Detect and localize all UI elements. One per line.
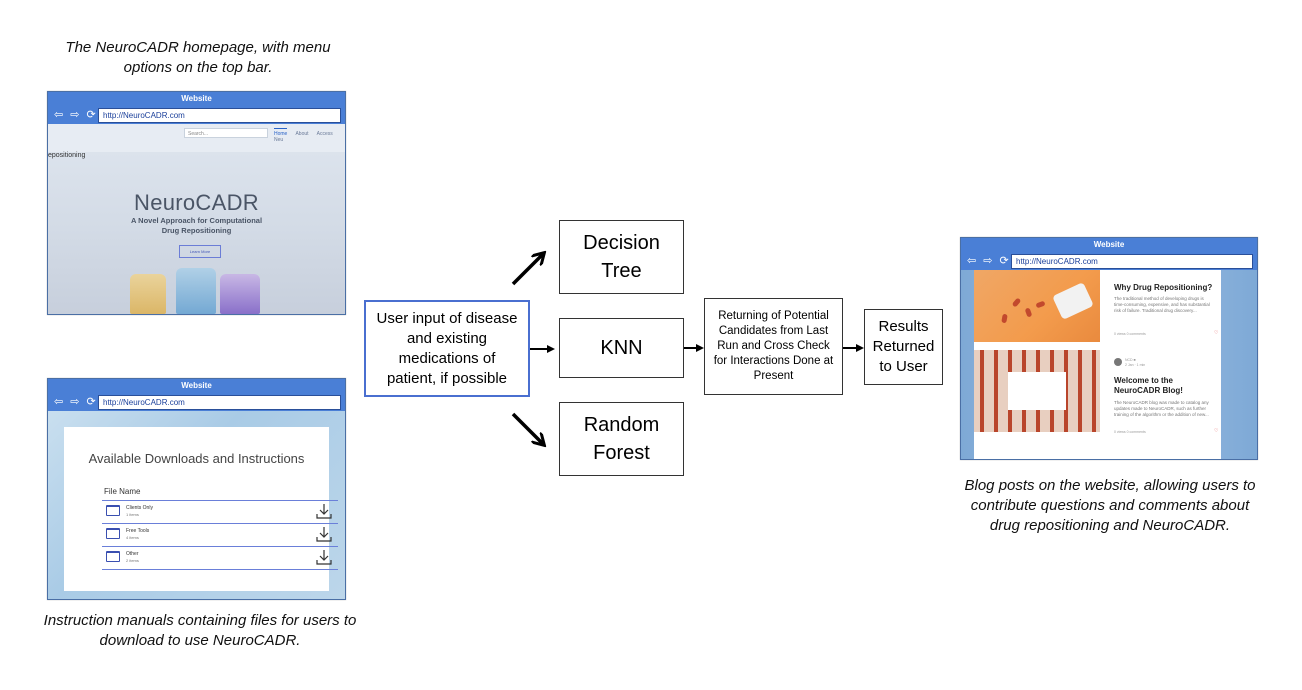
download-count: 1 items	[126, 512, 139, 517]
pill-shape	[1024, 307, 1033, 318]
pill-shape	[1011, 297, 1022, 308]
download-icon[interactable]	[316, 549, 332, 565]
pill-shape	[1001, 313, 1008, 324]
pills-grid-image	[974, 350, 1100, 432]
download-row[interactable]: Free Tools 4 items	[102, 523, 338, 546]
pill-shape	[1035, 300, 1046, 309]
home-side-text: epositioning	[48, 152, 86, 159]
flow-returning-text: Returning of Potential Candidates from L…	[713, 310, 834, 382]
avatar	[1114, 358, 1122, 366]
pill-bottle-image	[220, 274, 260, 314]
post-meta: 0 views 0 comments	[1114, 332, 1146, 336]
home-search-input[interactable]: Search...	[184, 128, 268, 138]
url-input[interactable]: http://NeuroCADR.com	[1011, 254, 1253, 269]
home-subtitle-line-1: A Novel Approach for Computational	[130, 216, 263, 225]
caption-downloads: Instruction manuals containing files for…	[43, 612, 357, 649]
post-author: NCD ■	[1125, 358, 1136, 362]
post-date: 2 Jan · 1 min	[1125, 363, 1146, 367]
download-row[interactable]: Other 2 items	[102, 546, 338, 570]
home-subtitle-line-2: Drug Repositioning	[161, 226, 232, 235]
flow-random-forest-box: Random Forest	[559, 402, 684, 476]
folder-icon	[106, 528, 120, 539]
arrow-to-decision-tree	[511, 254, 543, 286]
tab-access[interactable]: Access Neu	[274, 131, 333, 143]
blog-feed: Why Drug Repositioning? The traditional …	[974, 270, 1221, 459]
download-name: Clients Only	[126, 505, 153, 511]
home-subtitle: A Novel Approach for Computational Drug …	[48, 216, 345, 236]
flow-input-text: User input of disease and existing medic…	[376, 309, 518, 387]
url-input[interactable]: http://NeuroCADR.com	[98, 108, 341, 123]
flow-decision-tree-box: Decision Tree	[559, 220, 684, 294]
flow-results-box: Results Returned to User	[864, 309, 943, 385]
flow-results-text: Results Returned to User	[872, 318, 935, 375]
download-icon[interactable]	[316, 526, 332, 542]
downloads-page: Available Downloads and Instructions Fil…	[48, 411, 345, 599]
heart-icon[interactable]: ♡	[1214, 428, 1219, 434]
flow-knn-box: KNN	[559, 318, 684, 378]
browser-home: Website ⇦ ⇨ ⟳ http://NeuroCADR.com Searc…	[47, 91, 346, 315]
download-count: 2 items	[126, 558, 139, 563]
post-excerpt: The traditional method of developing dru…	[1114, 296, 1210, 313]
downloads-card: Available Downloads and Instructions Fil…	[64, 427, 338, 591]
flow-knn-text: KNN	[600, 337, 643, 359]
image-center-blank	[1008, 372, 1066, 410]
browser-title: Website	[48, 92, 345, 106]
download-icon[interactable]	[316, 503, 332, 519]
home-title: NeuroCADR	[134, 190, 259, 215]
flow-decision-tree-text: Decision Tree	[583, 232, 660, 282]
tab-about[interactable]: About	[295, 131, 309, 137]
browser-blog: Website ⇦ ⇨ ⟳ http://NeuroCADR.com Why D…	[960, 237, 1258, 460]
home-tabs: Home About Access Neu	[274, 128, 345, 143]
browser-downloads: Website ⇦ ⇨ ⟳ http://NeuroCADR.com Avail…	[47, 378, 346, 600]
browser-title: Website	[961, 238, 1257, 252]
url-input[interactable]: http://NeuroCADR.com	[98, 395, 341, 410]
nav-arrows-icon[interactable]: ⇦ ⇨ ⟳	[54, 396, 98, 408]
download-name: Other	[126, 551, 139, 557]
pill-bottle-image	[176, 268, 216, 314]
heart-icon[interactable]: ♡	[1214, 330, 1219, 336]
post-title[interactable]: Welcome to the NeuroCADR Blog!	[1114, 376, 1183, 395]
browser-title: Website	[48, 379, 345, 393]
pill-bottle-image	[1052, 282, 1094, 320]
home-page: Search... Home About Access Neu epositio…	[48, 124, 345, 314]
url-bar: ⇦ ⇨ ⟳ http://NeuroCADR.com	[48, 393, 345, 411]
learn-more-button[interactable]: Learn More	[179, 245, 221, 258]
url-bar: ⇦ ⇨ ⟳ http://NeuroCADR.com	[48, 106, 345, 124]
downloads-title: Available Downloads and Instructions	[88, 451, 305, 466]
caption-home: The NeuroCADR homepage, with menu option…	[65, 39, 331, 76]
post-title[interactable]: Why Drug Repositioning?	[1114, 283, 1213, 292]
home-nav-bar: Search... Home About Access Neu	[48, 124, 345, 152]
nav-arrows-icon[interactable]: ⇦ ⇨ ⟳	[54, 109, 98, 121]
folder-icon	[106, 551, 120, 562]
flow-input-box: User input of disease and existing medic…	[364, 300, 530, 397]
pill-bottle-image	[130, 274, 166, 314]
url-bar: ⇦ ⇨ ⟳ http://NeuroCADR.com	[961, 252, 1257, 270]
download-count: 4 items	[126, 535, 139, 540]
post-excerpt: The NeuroCADR blog was made to catalog a…	[1114, 400, 1209, 417]
flow-returning-box: Returning of Potential Candidates from L…	[704, 298, 843, 395]
folder-icon	[106, 505, 120, 516]
download-row[interactable]: Clients Only 1 items	[102, 500, 338, 523]
blog-page: Why Drug Repositioning? The traditional …	[961, 270, 1257, 459]
caption-blog: Blog posts on the website, allowing user…	[964, 477, 1256, 534]
tab-home[interactable]: Home	[274, 128, 288, 137]
file-name-header: File Name	[104, 487, 141, 496]
nav-arrows-icon[interactable]: ⇦ ⇨ ⟳	[967, 255, 1011, 267]
post-meta: 0 views 0 comments	[1114, 430, 1146, 434]
flow-random-forest-text: Random Forest	[583, 414, 660, 464]
arrow-to-random-forest	[511, 412, 543, 444]
download-name: Free Tools	[126, 528, 150, 534]
pills-image	[974, 270, 1100, 342]
